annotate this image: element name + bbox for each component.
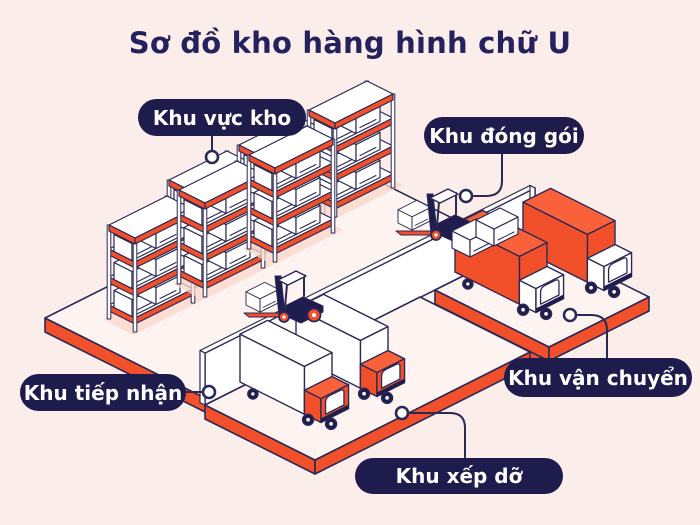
area-label-receiving: Khu tiếp nhận <box>20 374 186 411</box>
area-label-packing: Khu đóng gói <box>424 117 584 154</box>
leader-lines <box>185 135 608 459</box>
area-label-loading: Khu xếp dỡ <box>355 458 563 494</box>
area-label-shipping: Khu vận chuyển <box>504 358 692 397</box>
page-title: Sơ đồ kho hàng hình chữ U <box>128 26 572 60</box>
area-label-storage: Khu vực kho <box>138 99 306 136</box>
leader-joints <box>201 149 578 421</box>
